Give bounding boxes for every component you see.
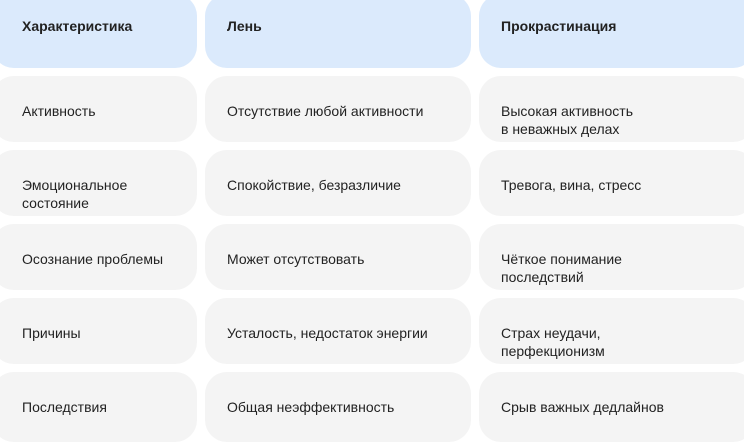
procrastination-cell: Срыв важных дедлайнов: [479, 372, 744, 442]
laziness-cell: Может отсутствовать: [205, 224, 471, 290]
header-procrastination: Прокрастинация: [479, 0, 744, 68]
laziness-cell: Общая неэффективность: [205, 372, 471, 442]
laziness-cell: Усталость, недостаток энергии: [205, 298, 471, 364]
characteristic-cell: Активность: [0, 76, 197, 142]
laziness-cell: Отсутствие любой активности: [205, 76, 471, 142]
procrastination-cell: Высокая активность в неважных делах: [479, 76, 744, 142]
procrastination-cell: Тревога, вина, стресс: [479, 150, 744, 216]
laziness-cell: Спокойствие, безразличие: [205, 150, 471, 216]
header-laziness: Лень: [205, 0, 471, 68]
characteristic-cell: Последствия: [0, 372, 197, 442]
characteristic-cell: Причины: [0, 298, 197, 364]
header-characteristic: Характеристика: [0, 0, 197, 68]
characteristic-cell: Осознание проблемы: [0, 224, 197, 290]
procrastination-cell: Чёткое понимание последствий: [479, 224, 744, 290]
procrastination-cell: Страх неудачи, перфекционизм: [479, 298, 744, 364]
characteristic-cell: Эмоциональное состояние: [0, 150, 197, 216]
